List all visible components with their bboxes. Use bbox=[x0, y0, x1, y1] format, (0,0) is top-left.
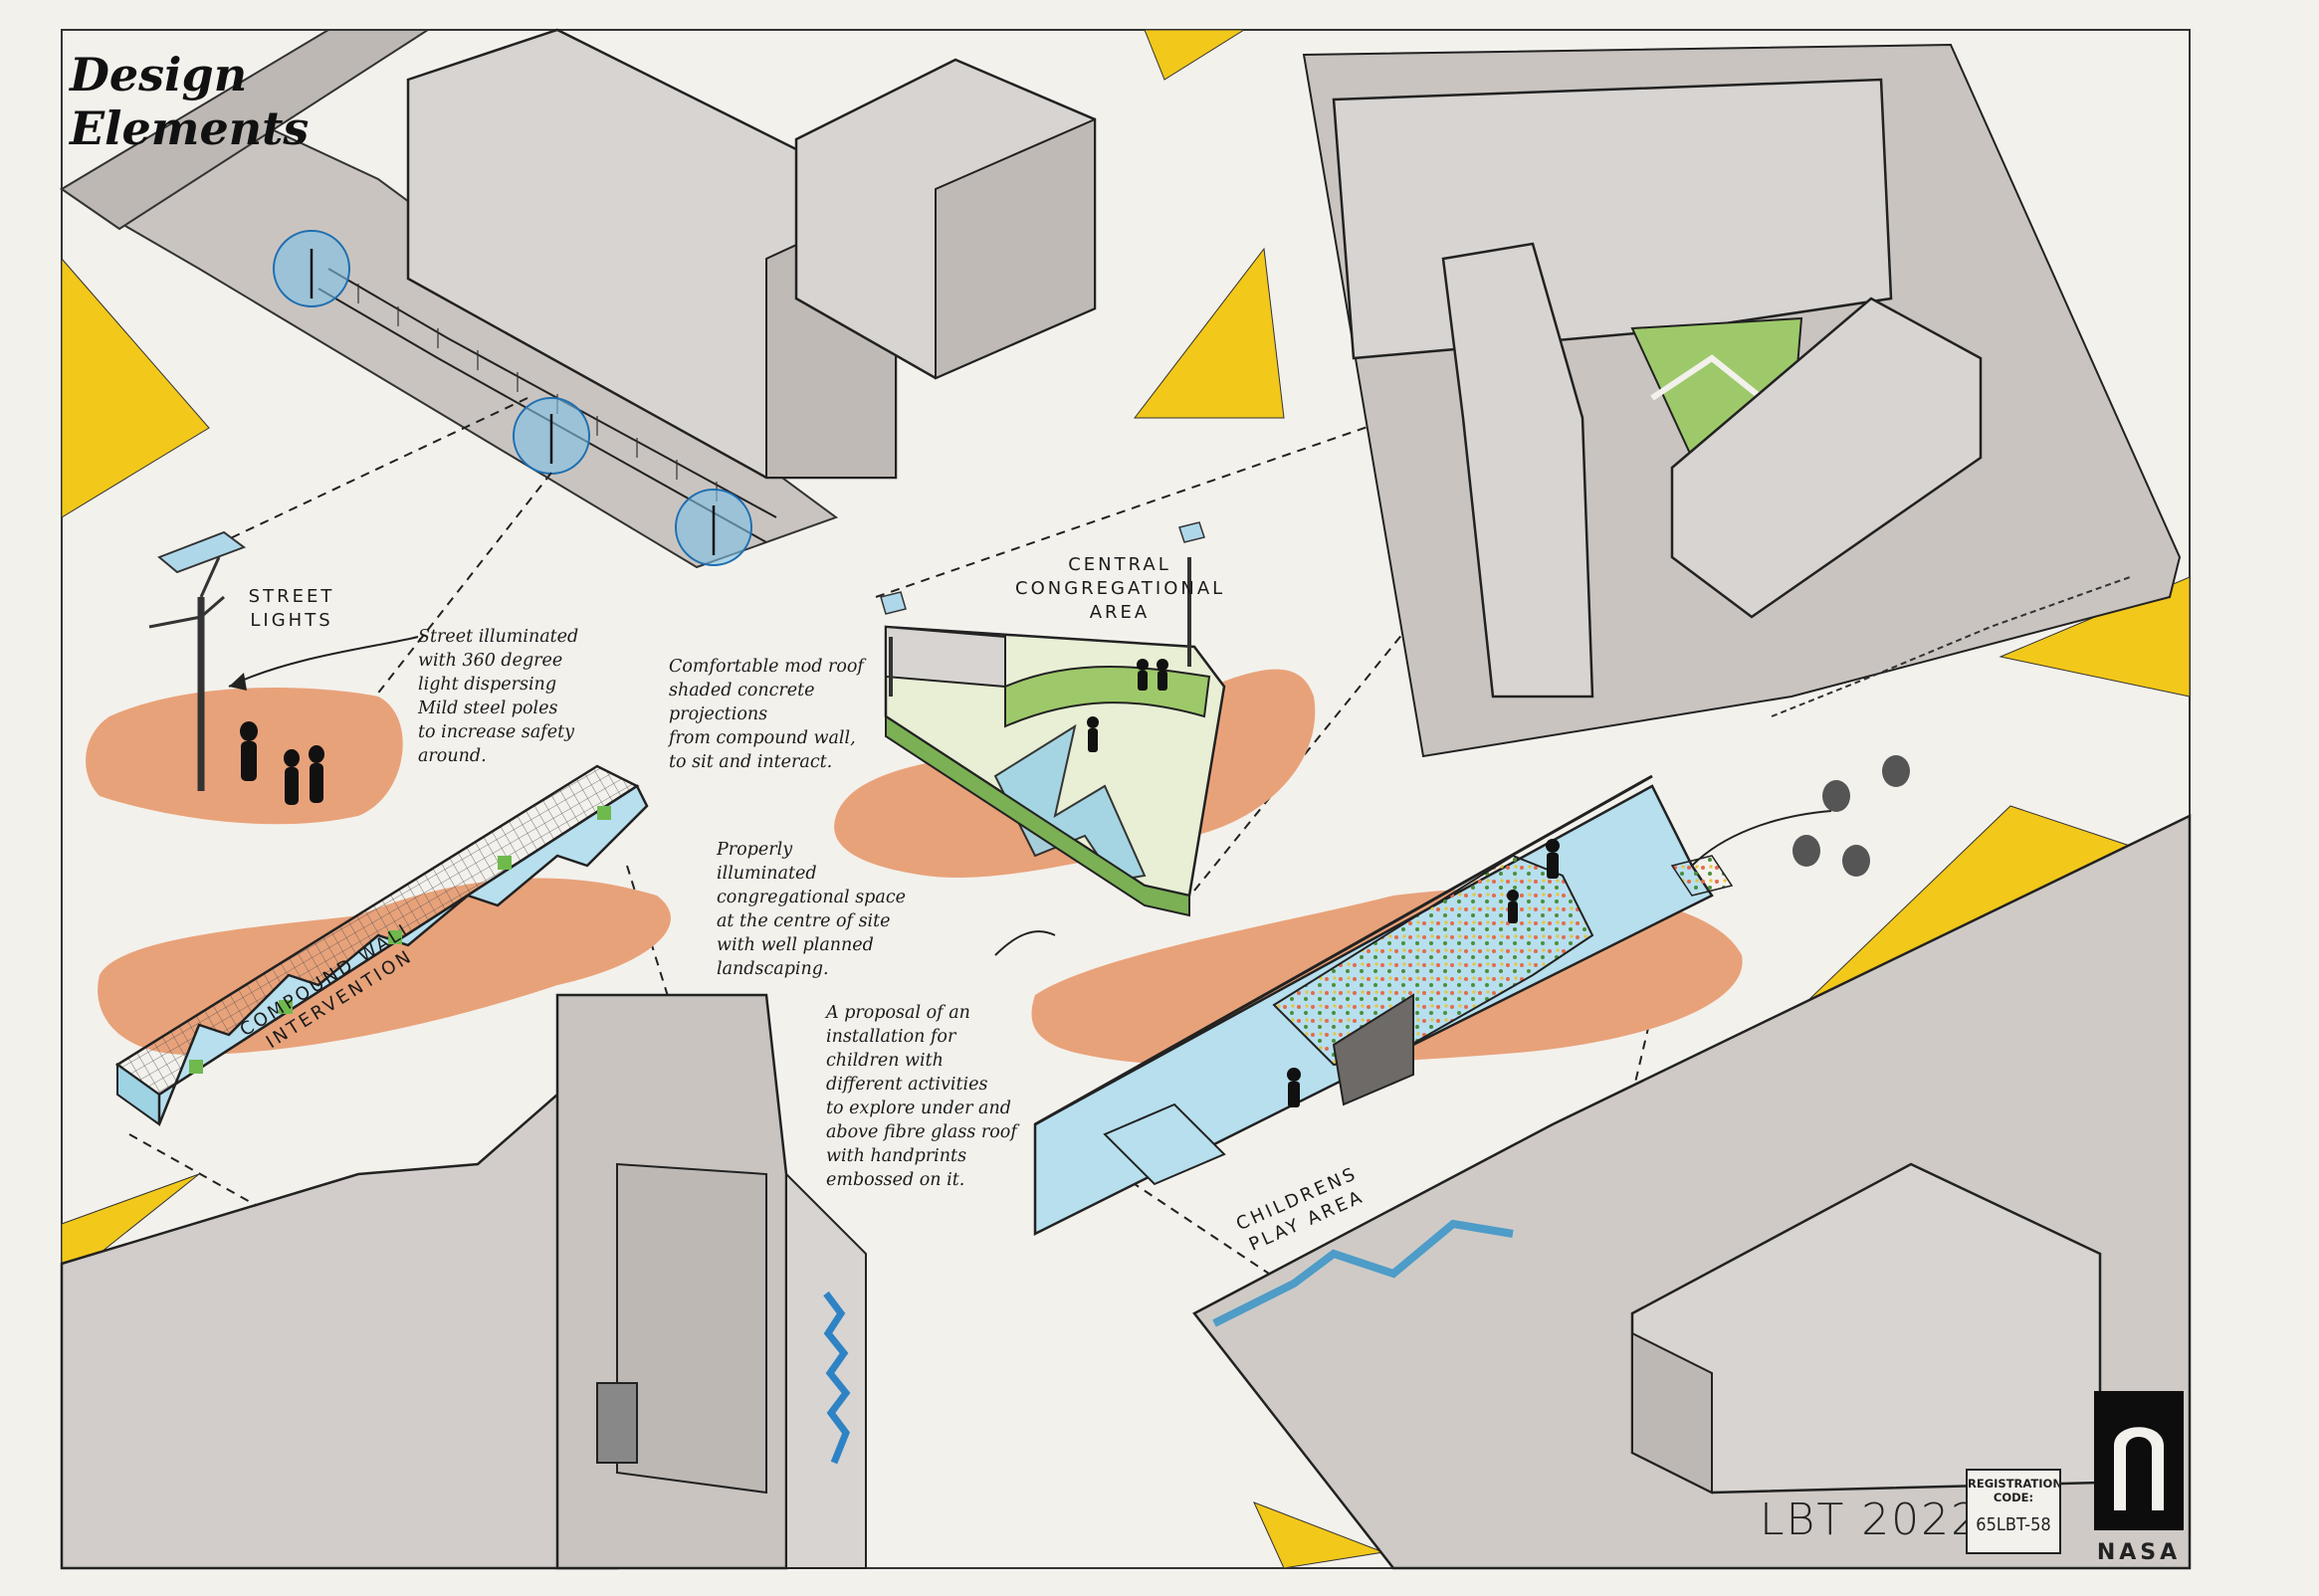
label-street-lights: STREET LIGHTS bbox=[248, 586, 335, 631]
registration-code: 65LBT-58 bbox=[1976, 1514, 2051, 1535]
site-view-top-right bbox=[1302, 43, 2182, 758]
registration-box: REGISTRATION CODE: 65LBT-58 bbox=[1966, 1469, 2062, 1554]
label-central-area: CENTRAL CONGREGATIONAL AREA bbox=[1015, 554, 1226, 623]
street-light-vignette bbox=[86, 530, 419, 825]
central-area-vignette bbox=[834, 521, 1316, 956]
registration-label: REGISTRATION CODE: bbox=[1968, 1477, 2062, 1504]
title-line-1: Design bbox=[70, 48, 248, 101]
title-line-2: Elements bbox=[70, 101, 310, 155]
note-installation: A proposal of an installation for childr… bbox=[826, 1003, 1017, 1190]
note-street-lights: Street illuminated with 360 degree light… bbox=[418, 627, 579, 766]
note-mud-roof: Comfortable mod roof shaded concrete pro… bbox=[669, 657, 864, 772]
childrens-play-vignette bbox=[1031, 755, 1910, 1237]
site-view-bottom-right bbox=[1192, 814, 2192, 1570]
handprints bbox=[1792, 755, 1910, 877]
site-view-bottom-left bbox=[60, 993, 867, 1570]
people-silhouettes bbox=[240, 721, 324, 805]
sheet-frame bbox=[61, 29, 2191, 1569]
street-lights-site-view bbox=[59, 28, 1097, 569]
logo-text: NASA bbox=[2096, 1540, 2182, 1565]
note-central-space: Properly illuminated congregational spac… bbox=[717, 840, 906, 979]
nasa-logo-icon bbox=[2094, 1391, 2184, 1530]
compound-wall-vignette bbox=[98, 764, 671, 1126]
